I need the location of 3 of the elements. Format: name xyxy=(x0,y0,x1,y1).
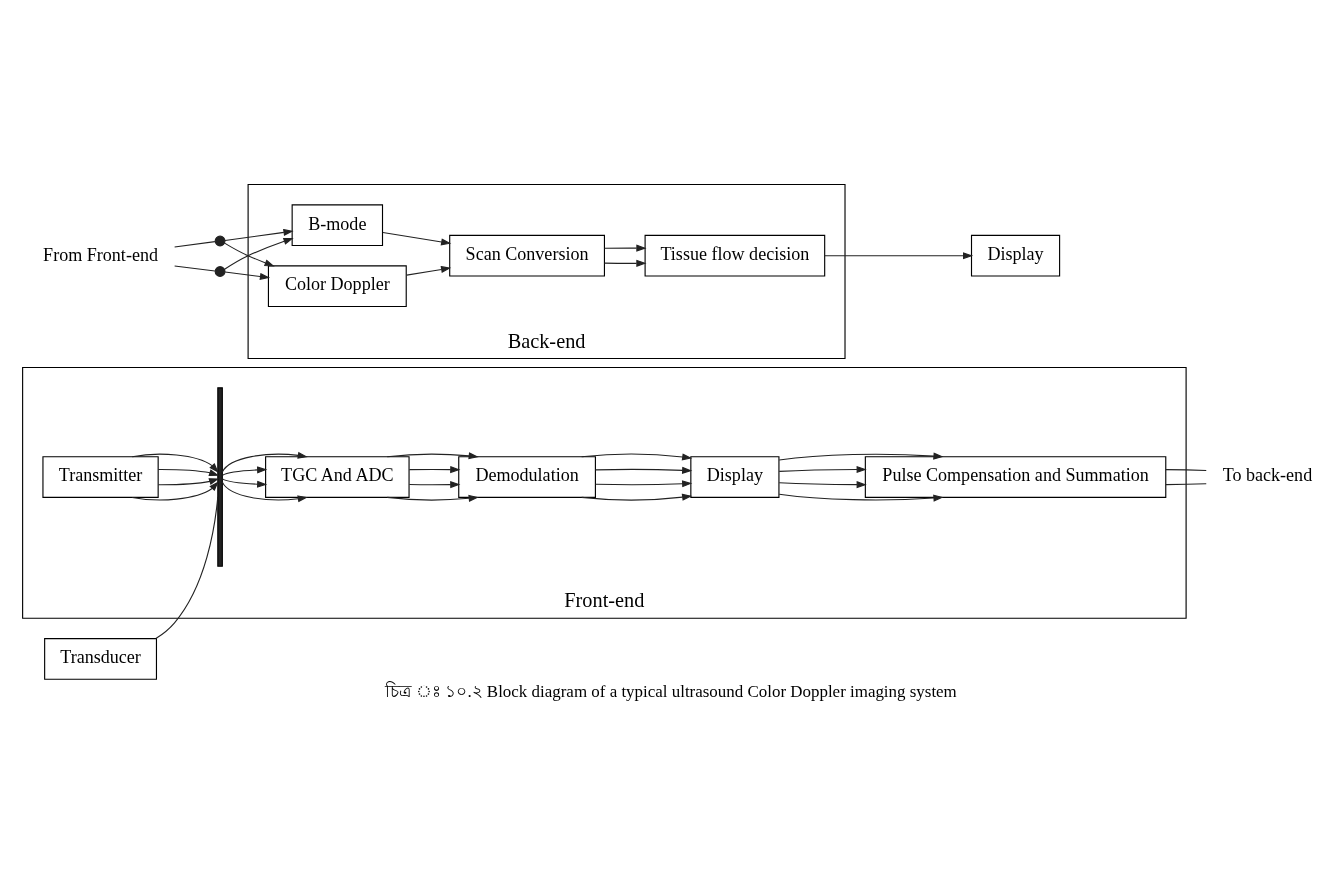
node-text: To back-end xyxy=(1222,465,1313,486)
caption: চিত্র ঃ ১০.২ Block diagram of a typical ultrasound Color Doppler imaging system xyxy=(385,682,957,702)
node-text: From Front-end xyxy=(43,245,159,266)
